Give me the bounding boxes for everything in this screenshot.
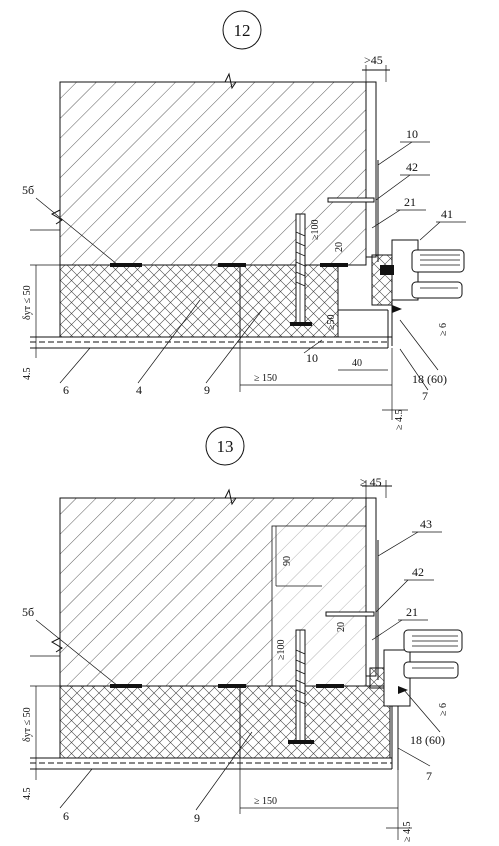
svg-text:≥100: ≥100 [276, 640, 287, 661]
callout-5b: 5б [22, 183, 34, 197]
svg-text:20: 20 [334, 242, 345, 252]
insulation-6 [59, 685, 241, 759]
svg-text:≥ 6: ≥ 6 [438, 703, 449, 716]
svg-text:≥ 45: ≥ 45 [360, 475, 382, 489]
callout-18: 18 (60) [412, 372, 447, 386]
drawing-12: 12 [22, 10, 466, 431]
callout-42: 42 [412, 565, 424, 579]
svg-text:≥100: ≥100 [310, 220, 321, 241]
frame-plate [365, 81, 377, 258]
callout-5b: 5б [22, 605, 34, 619]
svg-text:≥ 6: ≥ 6 [438, 323, 449, 336]
insulation-9 [239, 264, 339, 338]
break-line [224, 72, 237, 90]
window-profile [411, 249, 465, 273]
svg-text:20: 20 [336, 622, 347, 632]
svg-text:δут ≤ 50: δут ≤ 50 [22, 707, 33, 742]
detail-number-circle [222, 10, 262, 50]
detail-number-circle [205, 426, 245, 466]
svg-text:40: 40 [352, 358, 362, 369]
callout-10: 10 [406, 127, 418, 141]
svg-text:≥ 150: ≥ 150 [254, 796, 277, 807]
callout-43: 43 [420, 517, 432, 531]
callout-10b: 10 [306, 351, 318, 365]
svg-text:≥ 4.5: ≥ 4.5 [394, 410, 405, 431]
callout-42: 42 [406, 160, 418, 174]
svg-text:≥50: ≥50 [326, 315, 337, 331]
callout-21: 21 [406, 605, 418, 619]
svg-text:δут ≤ 50: δут ≤ 50 [22, 285, 33, 320]
dowel-anchor [295, 213, 306, 325]
svg-text:>45: >45 [364, 53, 383, 67]
break-line [224, 488, 237, 506]
detail-number: 13 [217, 437, 234, 456]
svg-text:4.5: 4.5 [22, 368, 33, 381]
callout-9: 9 [194, 811, 200, 825]
svg-text:90: 90 [282, 556, 293, 566]
callout-7: 7 [426, 769, 432, 783]
svg-text:≥ 4.5: ≥ 4.5 [402, 822, 413, 843]
callout-6: 6 [63, 383, 69, 397]
callout-9: 9 [204, 383, 210, 397]
callout-21: 21 [404, 195, 416, 209]
insulation-9 [239, 685, 391, 759]
svg-text:≥ 150: ≥ 150 [254, 373, 277, 384]
dowel-anchor [295, 629, 306, 743]
callout-18: 18 (60) [410, 733, 445, 747]
callout-41: 41 [441, 207, 453, 221]
detail-number: 12 [234, 21, 251, 40]
svg-text:4.5: 4.5 [22, 788, 33, 801]
callout-6: 6 [63, 809, 69, 823]
insulation-4 [59, 264, 241, 338]
callout-7: 7 [422, 389, 428, 403]
frame-plate [365, 497, 377, 677]
drawing-13: 13 ≥ 45 [22, 426, 463, 843]
callout-4: 4 [136, 383, 142, 397]
